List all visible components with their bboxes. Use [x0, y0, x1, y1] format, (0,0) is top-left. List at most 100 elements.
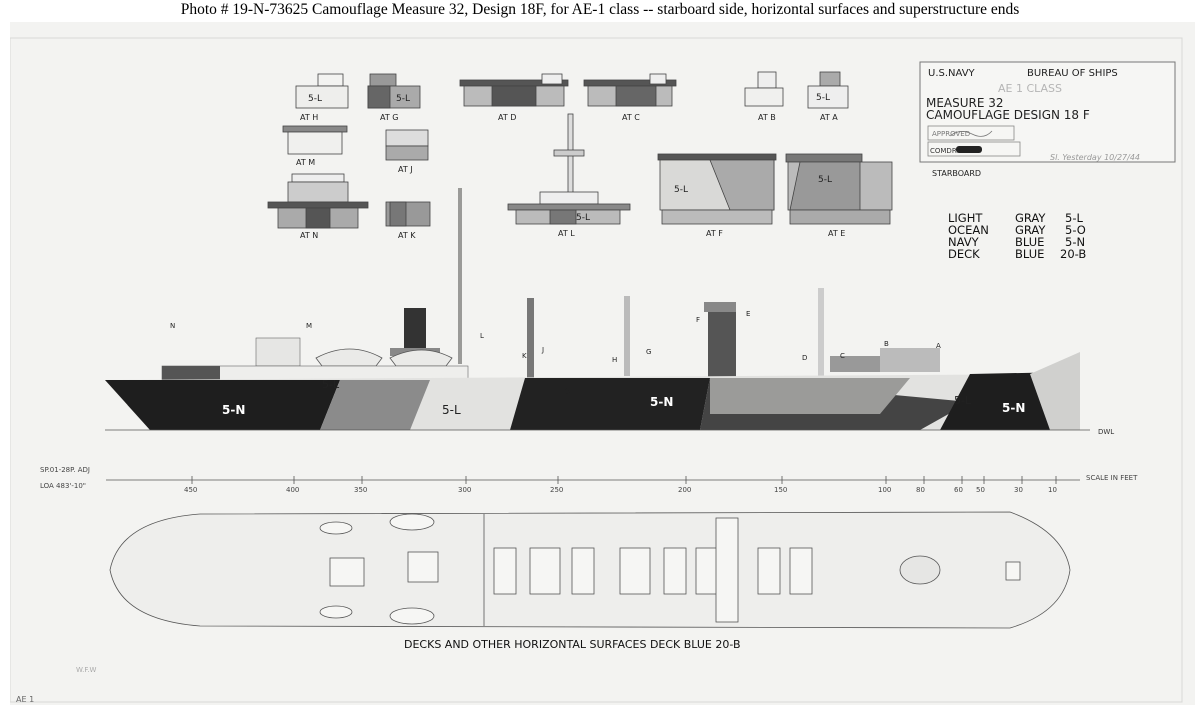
end-views-lower: AT M AT J AT N AT K 5-L AT L 5-L AT F [267, 113, 893, 240]
approved-stamp-label: APPROVED [932, 130, 970, 138]
kingpost-fwd [818, 288, 824, 378]
lifeboat-aft [315, 348, 383, 367]
mainmast [458, 188, 462, 364]
redaction-mark [956, 146, 982, 153]
corner-mark: W.F.W [76, 666, 96, 674]
hull-label-l3: 5-L [954, 394, 972, 407]
section-mark-m: M [306, 322, 312, 330]
hull-label-n1: 5-N [222, 403, 245, 417]
legend-code-0: 5-L [1065, 211, 1083, 225]
legend-name-3: DECK [948, 247, 980, 261]
scale-tick-label: 50 [976, 486, 985, 494]
view-g-caption: AT G [380, 113, 398, 122]
camo-5o-fwd [710, 378, 910, 414]
section-mark-c: C [840, 352, 845, 360]
view-l-caption: AT L [558, 229, 575, 238]
scale-bar: SP.01-28P. ADJ LOA 483'-10" SCALE IN FEE… [40, 466, 1138, 494]
scale-tick-label: 30 [1014, 486, 1023, 494]
view-b-caption: AT B [758, 113, 776, 122]
view-l-label-code: 5-L [576, 213, 590, 223]
section-mark-l: L [480, 332, 484, 340]
section-mark-h: H [612, 356, 617, 364]
legend-shade-2: BLUE [1015, 235, 1044, 249]
deck-note: DECKS AND OTHER HORIZONTAL SURFACES DECK… [404, 638, 741, 651]
view-n-caption: AT N [300, 231, 318, 240]
scale-tick-label: 400 [286, 486, 299, 494]
camo-5o-aft [320, 380, 430, 430]
view-g-label-code: 5-L [396, 94, 410, 104]
view-a-caption: AT A [820, 113, 838, 122]
color-legend: LIGHT GRAY 5-L OCEAN GRAY 5-O NAVY BLUE … [948, 211, 1086, 261]
section-marks: N M L K J H G F E D C B A [170, 310, 941, 364]
scale-tick-label: 200 [678, 486, 691, 494]
side-label: STARBOARD [932, 169, 981, 178]
hull-label-deck: 5-L [322, 378, 340, 391]
view-f-label-code: 5-L [674, 185, 688, 195]
boat-plan-2 [389, 607, 435, 625]
section-mark-n: N [170, 322, 175, 330]
scale-tick-label: 80 [916, 486, 925, 494]
dwl-label: DWL [1098, 428, 1114, 436]
svg-text:COMDR: COMDR [930, 147, 957, 155]
footer-id: AE 1 [16, 695, 34, 704]
legend-shade-0: GRAY [1015, 211, 1046, 225]
view-j-caption: AT J [398, 165, 413, 174]
view-m-caption: AT M [296, 158, 315, 167]
hull-label-l2: 5-L [564, 384, 582, 397]
funnel [404, 308, 426, 358]
section-mark-f: F [696, 316, 700, 324]
view-a-label-code: 5-L [816, 93, 830, 103]
signature-note: Sl. Yesterday 10/27/44 [1050, 153, 1140, 162]
view-e-caption: AT E [828, 229, 845, 238]
scale-tick-label: 60 [954, 486, 963, 494]
legend-code-3: 20-B [1060, 247, 1086, 261]
section-mark-j: J [541, 346, 544, 354]
bridge-house [708, 308, 736, 378]
scale-tick-label: 300 [458, 486, 471, 494]
approved-stamp [927, 125, 1015, 141]
camo-5n-mid [510, 378, 710, 430]
view-h-caption: AT H [300, 113, 318, 122]
hull-label-n3: 5-N [1002, 401, 1025, 415]
kingpost-mid [624, 296, 630, 376]
boat-plan-1 [389, 513, 435, 531]
camouflage-drawing: U.S.NAVY BUREAU OF SHIPS AE 1 CLASS MEAS… [9, 37, 1183, 704]
comdr-stamp [927, 141, 1021, 157]
legend-shade-1: GRAY [1015, 223, 1046, 237]
photo-caption: Photo # 19-N-73625 Camouflage Measure 32… [180, 1, 1020, 18]
ship-profile: DWL 5-N 5-L 5-L 5-L 5-N 5-L 5-N [105, 188, 1114, 436]
title-design: CAMOUFLAGE DESIGN 18 F [926, 108, 1090, 122]
legend-code-2: 5-N [1065, 235, 1085, 249]
scale-right-label: SCALE IN FEET [1086, 474, 1138, 482]
legend-shade-3: BLUE [1015, 247, 1044, 261]
scale-tick-label: 10 [1048, 486, 1057, 494]
scale-tick-label: 100 [878, 486, 891, 494]
section-mark-k: K [522, 352, 527, 360]
legend-name-1: OCEAN [948, 223, 989, 237]
view-e-label-code: 5-L [818, 175, 832, 185]
view-c-caption: AT C [622, 113, 640, 122]
view-d-caption: AT D [498, 113, 516, 122]
section-mark-d: D [802, 354, 807, 362]
scale-top-left: SP.01-28P. ADJ [40, 466, 90, 474]
legend-name-2: NAVY [948, 235, 980, 249]
hull-label-n2: 5-N [650, 395, 673, 409]
scale-bottom-left: LOA 483'-10" [40, 482, 86, 490]
view-f-caption: AT F [706, 229, 723, 238]
title-measure: MEASURE 32 [926, 96, 1004, 110]
legend-name-0: LIGHT [948, 211, 983, 225]
view-k-caption: AT K [398, 231, 416, 240]
kingpost-aft [527, 298, 534, 378]
camo-5n-aft [105, 380, 340, 430]
section-mark-g: G [646, 348, 651, 356]
section-mark-b: B [884, 340, 889, 348]
section-mark-e: E [746, 310, 750, 318]
end-views: 5-L AT H 5-L AT G AT D AT C AT B 5-L AT … [295, 71, 849, 122]
scale-tick-label: 450 [184, 486, 197, 494]
title-block: U.S.NAVY BUREAU OF SHIPS AE 1 CLASS MEAS… [919, 61, 1176, 178]
scale-tick-label: 350 [354, 486, 367, 494]
title-bureau: BUREAU OF SHIPS [1027, 68, 1118, 79]
signature-scribble [949, 130, 993, 137]
view-h-label-code: 5-L [308, 94, 322, 104]
drawing-sheet: U.S.NAVY BUREAU OF SHIPS AE 1 CLASS MEAS… [9, 22, 1195, 705]
